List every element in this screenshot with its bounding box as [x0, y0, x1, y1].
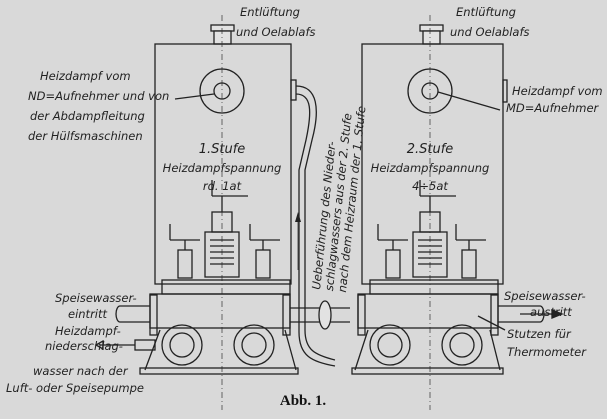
vent-label-left: Entlüftung	[240, 5, 300, 19]
feed-in-label-2: eintritt	[68, 307, 108, 321]
heater-bodies	[94, 279, 564, 375]
thermometer-label-1: Stutzen für	[507, 327, 572, 341]
right-steam-label-2: MD=Aufnehmer	[506, 101, 600, 115]
transfer-label: Ueberführung des Nieder- schlagwassers a…	[309, 105, 368, 293]
left-steam-label-2: ND=Aufnehmer und von	[28, 89, 169, 103]
vent-label-right-2: und Oelablafs	[450, 25, 529, 39]
condensate-label-4: Luft- oder Speisepumpe	[6, 381, 144, 395]
vent-label-right: Entlüftung	[456, 5, 516, 19]
stage1-pressure-value: rd. 1at	[203, 179, 242, 193]
feed-out-label-1: Speisewasser-	[504, 289, 586, 303]
valves	[169, 180, 486, 279]
condensate-label-3: wasser nach der	[33, 364, 129, 378]
steam-inlet-flange	[199, 68, 245, 114]
stage1-pressure-label: Heizdampfspannung	[163, 161, 282, 175]
stage2-title: 2.Stufe	[407, 142, 454, 157]
stage2-vessel	[361, 15, 508, 410]
vent-label-left-2: und Oelablafs	[236, 25, 315, 39]
left-steam-label-1: Heizdampf vom	[40, 69, 131, 83]
feed-in-label-1: Speisewasser-	[55, 291, 137, 305]
left-steam-label-4: der Hülfsmaschinen	[28, 129, 143, 143]
condensate-label-1: Heizdampf-	[55, 324, 121, 338]
stage2-pressure-value: 4÷5at	[412, 179, 448, 193]
right-steam-label-1: Heizdampf vom	[512, 84, 603, 98]
thermometer-label-2: Thermometer	[507, 345, 587, 359]
feed-out-label-2: austritt	[530, 305, 572, 319]
condensate-label-2: niederschlag-	[45, 339, 123, 353]
stage1-title: 1.Stufe	[199, 142, 246, 157]
transfer-pipe	[290, 79, 336, 367]
left-steam-label-3: der Abdampfleitung	[30, 109, 145, 123]
stage2-pressure-label: Heizdampfspannung	[371, 161, 490, 175]
figure-caption: Abb. 1.	[280, 393, 327, 409]
